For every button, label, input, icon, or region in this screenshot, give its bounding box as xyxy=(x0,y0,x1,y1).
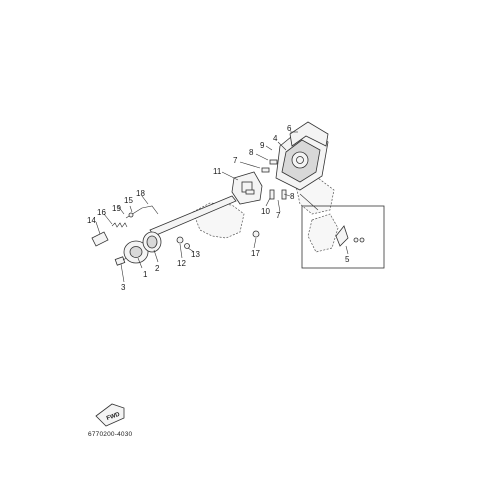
callout-label: 4 xyxy=(273,134,278,143)
callout-label: 5 xyxy=(345,255,350,264)
callout-labels: 1 2 3 4 5 6 7 8 9 10 11 12 13 14 15 16 1… xyxy=(87,124,350,292)
callout-label: 7 xyxy=(233,156,238,165)
bolt-14 xyxy=(91,231,109,247)
bolt-3 xyxy=(114,255,131,266)
callout-label: 1 xyxy=(143,270,148,279)
leader-lines xyxy=(95,131,349,283)
callout-label: 2 xyxy=(155,264,160,273)
callout-label: 3 xyxy=(121,283,126,292)
callout-label: 8 xyxy=(249,148,254,157)
cable-link xyxy=(125,205,159,219)
pump-cover-assembly xyxy=(275,121,329,191)
small-fasteners xyxy=(176,159,287,249)
callout-label: 18 xyxy=(136,189,145,198)
callout-label: 16 xyxy=(97,208,106,217)
gear-wheel xyxy=(142,231,162,253)
callout-label: 10 xyxy=(261,207,270,216)
forward-arrow-label: FWD xyxy=(106,412,122,423)
callout-label: 7 xyxy=(276,211,281,220)
callout-label: 11 xyxy=(213,167,222,176)
callout-label: 17 xyxy=(251,249,260,258)
figure-code: 6770200-4030 xyxy=(88,431,133,438)
gasket-plate xyxy=(231,171,263,205)
callout-label: 19 xyxy=(112,204,121,213)
callout-label: 12 xyxy=(177,259,186,268)
forward-arrow-icon: FWD xyxy=(95,403,125,427)
pulley-housing xyxy=(123,240,149,264)
callout-label: 9 xyxy=(260,141,265,150)
spring xyxy=(111,222,128,228)
callout-label: 15 xyxy=(124,196,133,205)
callout-label: 8 xyxy=(290,192,295,201)
callout-label: 13 xyxy=(191,250,200,259)
callout-label: 6 xyxy=(287,124,292,133)
detail-inset xyxy=(299,193,385,269)
callout-label: 14 xyxy=(87,216,96,225)
